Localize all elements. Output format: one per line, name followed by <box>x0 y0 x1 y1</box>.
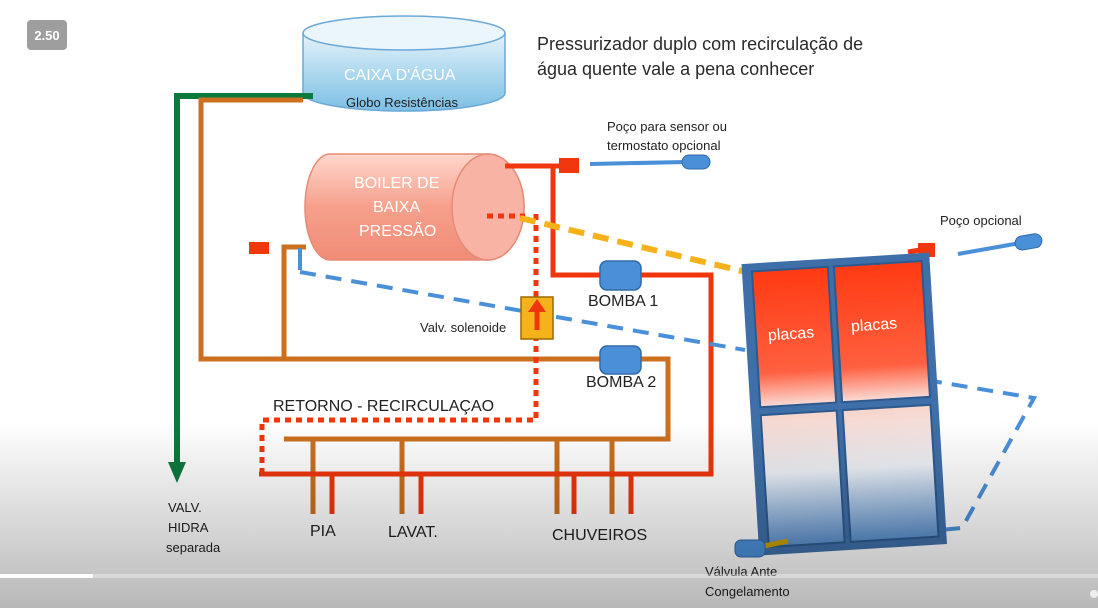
collector-hot-line <box>519 215 747 275</box>
hydra-label-line-1: VALV. <box>168 500 202 515</box>
boiler-label-line-2: BAIXA <box>373 199 421 216</box>
sink-label: PIA <box>310 523 336 540</box>
hydra-pipe <box>168 93 313 483</box>
diagram-title-line-1: Pressurizador duplo com recirculação de <box>537 34 864 54</box>
pump-2-label: BOMBA 2 <box>586 374 657 391</box>
boiler-inlet-cap <box>249 242 269 254</box>
video-progress-fill <box>0 574 94 578</box>
antifreeze-label-line-2: Congelamento <box>705 584 790 599</box>
diagram-title-line-2: água quente vale a pena conhecer <box>537 59 815 79</box>
pump-1-label: BOMBA 1 <box>588 293 659 310</box>
cold-water-pipes <box>198 97 671 514</box>
boiler-tank <box>304 153 525 261</box>
sensor-well-label-line-2: termostato opcional <box>607 138 721 153</box>
collector-return-line <box>298 248 1038 532</box>
antifreeze-label-line-1: Válvula Ante <box>705 564 778 579</box>
solenoid-valve <box>520 296 554 340</box>
water-tank <box>302 15 506 112</box>
collector-outlet-pipe <box>907 247 921 255</box>
boiler-label-line-1: BOILER DE <box>354 175 440 192</box>
hydra-label-line-2: HIDRA <box>168 520 209 535</box>
sensor-well-label-line-1: Poço para sensor ou <box>607 119 727 134</box>
hydra-label-line-3: separada <box>166 540 221 555</box>
hot-water-pipes <box>259 163 714 514</box>
solar-collector <box>741 252 947 556</box>
panel-label-right: placas <box>850 315 898 336</box>
tank-subtitle: Globo Resistências <box>346 95 458 110</box>
pump-2-body <box>599 345 642 375</box>
showers-label: CHUVEIROS <box>552 527 648 544</box>
playback-speed-badge[interactable]: 2.50 <box>27 20 67 50</box>
washbasin-label: LAVAT. <box>388 524 438 541</box>
antifreeze-valve <box>734 538 789 558</box>
video-progress-bar[interactable] <box>0 574 1098 578</box>
sensor-well <box>589 154 711 170</box>
boiler-label-line-3: PRESSÃO <box>359 223 437 240</box>
optional-well <box>957 233 1043 256</box>
panel-label-left: placas <box>767 324 815 345</box>
boiler-outlet-cap <box>559 158 579 173</box>
return-line-label: RETORNO - RECIRCULAÇAO <box>273 398 495 415</box>
solenoid-valve-label: Valv. solenoide <box>420 320 507 335</box>
pump-1-body <box>599 260 642 291</box>
optional-well-label: Poço opcional <box>940 213 1022 228</box>
tank-title: CAIXA D'ÁGUA <box>344 67 456 84</box>
scrubber-knob[interactable] <box>1090 590 1098 598</box>
